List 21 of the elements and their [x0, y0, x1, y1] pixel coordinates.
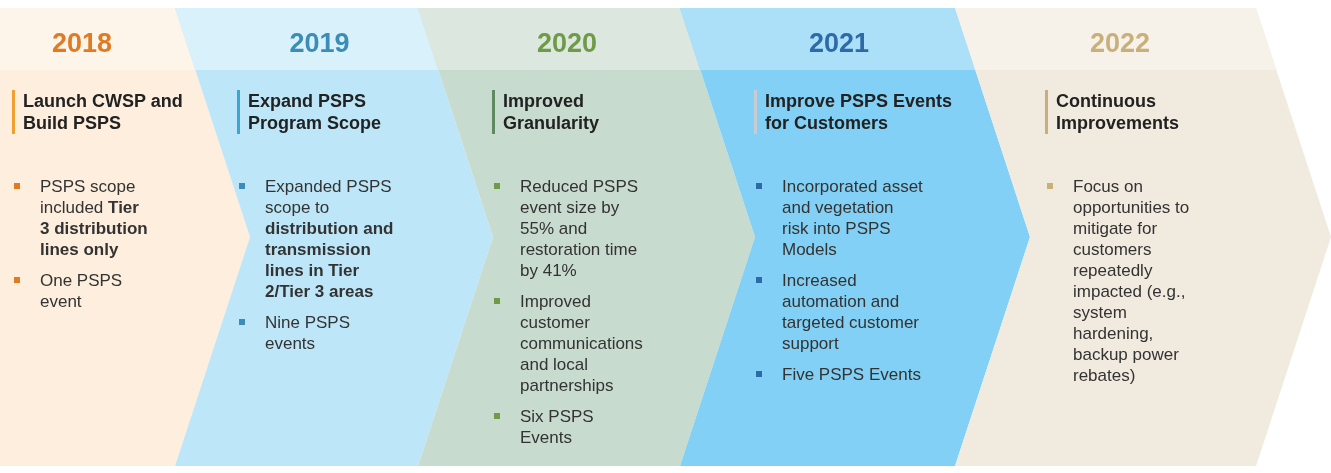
bullet-text: Increased automation and targeted customer support: [782, 271, 919, 353]
bullet-text: Expanded PSPS scope to distribution and transmission lines in Tier 2/Tier 3 areas: [265, 177, 394, 301]
bullet-text: One PSPS event: [40, 271, 123, 311]
stage-heading: Expand PSPS Program Scope: [237, 90, 433, 134]
stage-heading: Improved Granularity: [492, 90, 673, 134]
year-label: 2019: [288, 28, 351, 59]
bullet-text: Reduced PSPS event size by 55% and restoration time by 41%: [520, 177, 639, 280]
bullet-text: Incorporated asset and vegetation risk into PSPS Models: [782, 177, 923, 259]
bullet-text: Five PSPS Events: [782, 365, 921, 384]
year-label: 2018: [50, 28, 114, 59]
year-label: 2021: [807, 28, 871, 59]
stage-heading: Improve PSPS Events for Customers: [754, 90, 955, 134]
bullet-text: Focus on opportunities to mitigate for customers repeatedly impacted (e.g., system hardening, backup power rebates): [1073, 177, 1190, 385]
bullet-text: Six PSPS Events: [520, 407, 594, 447]
stage-heading: Continuous Improvements: [1045, 90, 1226, 134]
bullet-text: Improved customer communications and local partnerships: [520, 292, 643, 395]
bullet-text: PSPS scope included Tier 3 distribution lines only: [40, 177, 148, 259]
year-label: 2020: [535, 28, 599, 59]
year-label: 2022: [1088, 28, 1152, 59]
stage-heading: Launch CWSP and Build PSPS: [12, 90, 183, 134]
bullet-text: Nine PSPS events: [265, 313, 351, 353]
